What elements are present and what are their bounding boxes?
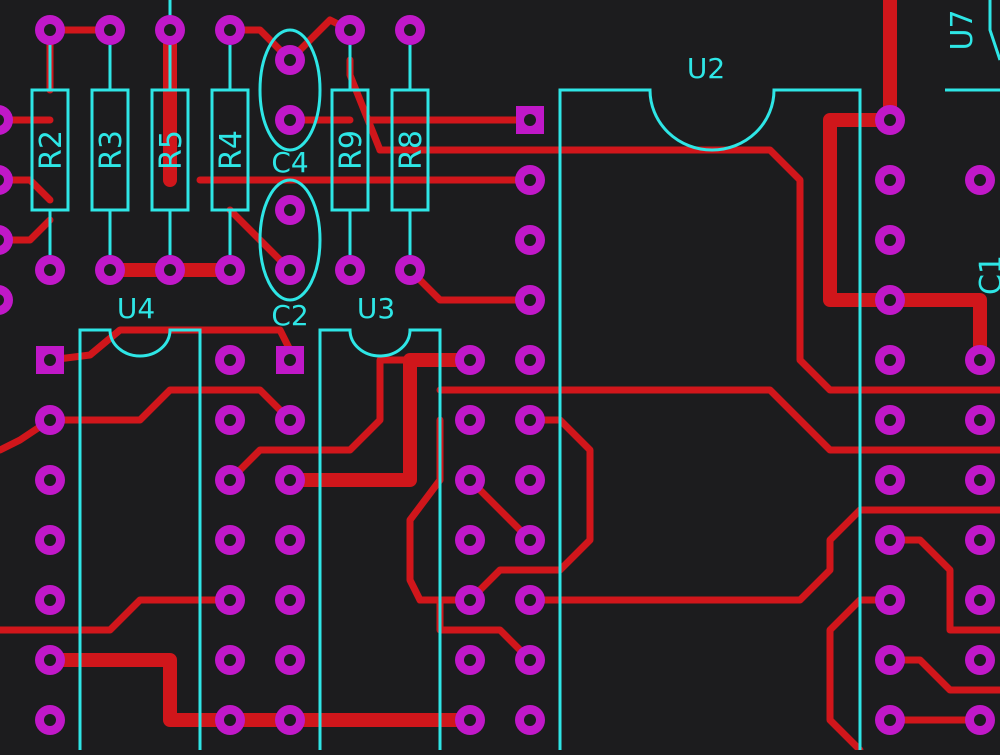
trace-thick [53,653,477,727]
trace [346,56,534,154]
label-c4: C4 [271,146,308,179]
ic-u2-outline [558,88,862,750]
pad-u2-left [515,106,545,735]
capacitor-c4-outline [258,28,322,152]
trace [226,356,474,484]
label-c1: C1 [974,255,1000,295]
pad [0,165,13,195]
pad-row-resistor-bottom [35,255,425,285]
label-u4: U4 [117,292,155,325]
trace [406,266,534,304]
label-u7: U7 [945,9,980,50]
pad [0,105,13,135]
trace [56,386,294,424]
label-u2: U2 [687,52,725,85]
trace [526,506,1000,604]
pad-u3-right [455,345,485,735]
pad [0,225,13,255]
silkscreen [30,0,1000,750]
ic-u7-outline [988,0,1000,61]
trace [886,536,1000,634]
pad-capacitors [275,45,305,285]
pad-u3-left [275,346,305,735]
ic-u3-outline [318,328,442,750]
trace [0,596,234,634]
pads [0,15,995,735]
label-c2: C2 [271,299,308,332]
trace [466,416,594,604]
pad-right-edge [965,165,995,735]
trace [826,596,894,754]
label-r3: R3 [94,130,129,170]
designator-labels: R2 R3 R5 R4 R9 R8 C4 C2 U4 U3 U2 U7 C1 [34,9,1000,332]
pad-left-edge [0,105,13,315]
label-r9: R9 [334,130,369,170]
pad [0,285,13,315]
capacitor-c2-outline [258,178,322,302]
trace-thick [823,0,987,367]
label-u3: U3 [357,292,395,325]
label-r5: R5 [154,130,189,170]
trace [46,326,294,364]
label-r8: R8 [394,130,429,170]
pad-u2-right [875,105,905,735]
pad-u4-right [215,345,245,735]
pad-row-top [35,15,425,45]
ic-u4-outline [78,328,202,750]
trace [436,386,1000,454]
pad-u4-left [35,346,65,735]
label-r4: R4 [214,130,249,170]
trace [436,596,534,664]
label-r2: R2 [34,130,69,170]
